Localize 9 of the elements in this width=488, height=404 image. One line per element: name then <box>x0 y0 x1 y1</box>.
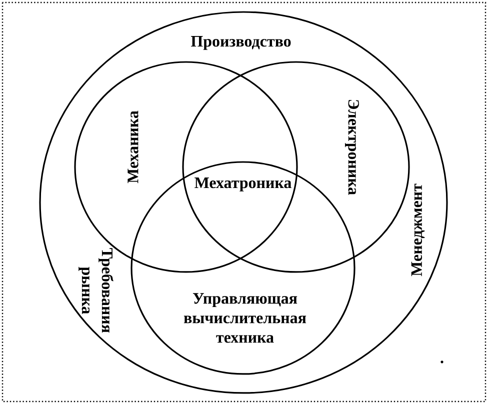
circle <box>182 61 410 273</box>
circle <box>39 11 448 394</box>
circle-label: Механика <box>128 110 138 184</box>
circle-label: Управляющая вычислительная техника <box>184 293 306 343</box>
circle-label: Производство <box>191 36 291 50</box>
circle-label: Электроника <box>345 100 359 195</box>
circle-label: Требования рынка <box>78 248 114 333</box>
circle-label: Менеджмент <box>411 184 425 276</box>
overlap-label: Мехатроника <box>194 176 292 192</box>
